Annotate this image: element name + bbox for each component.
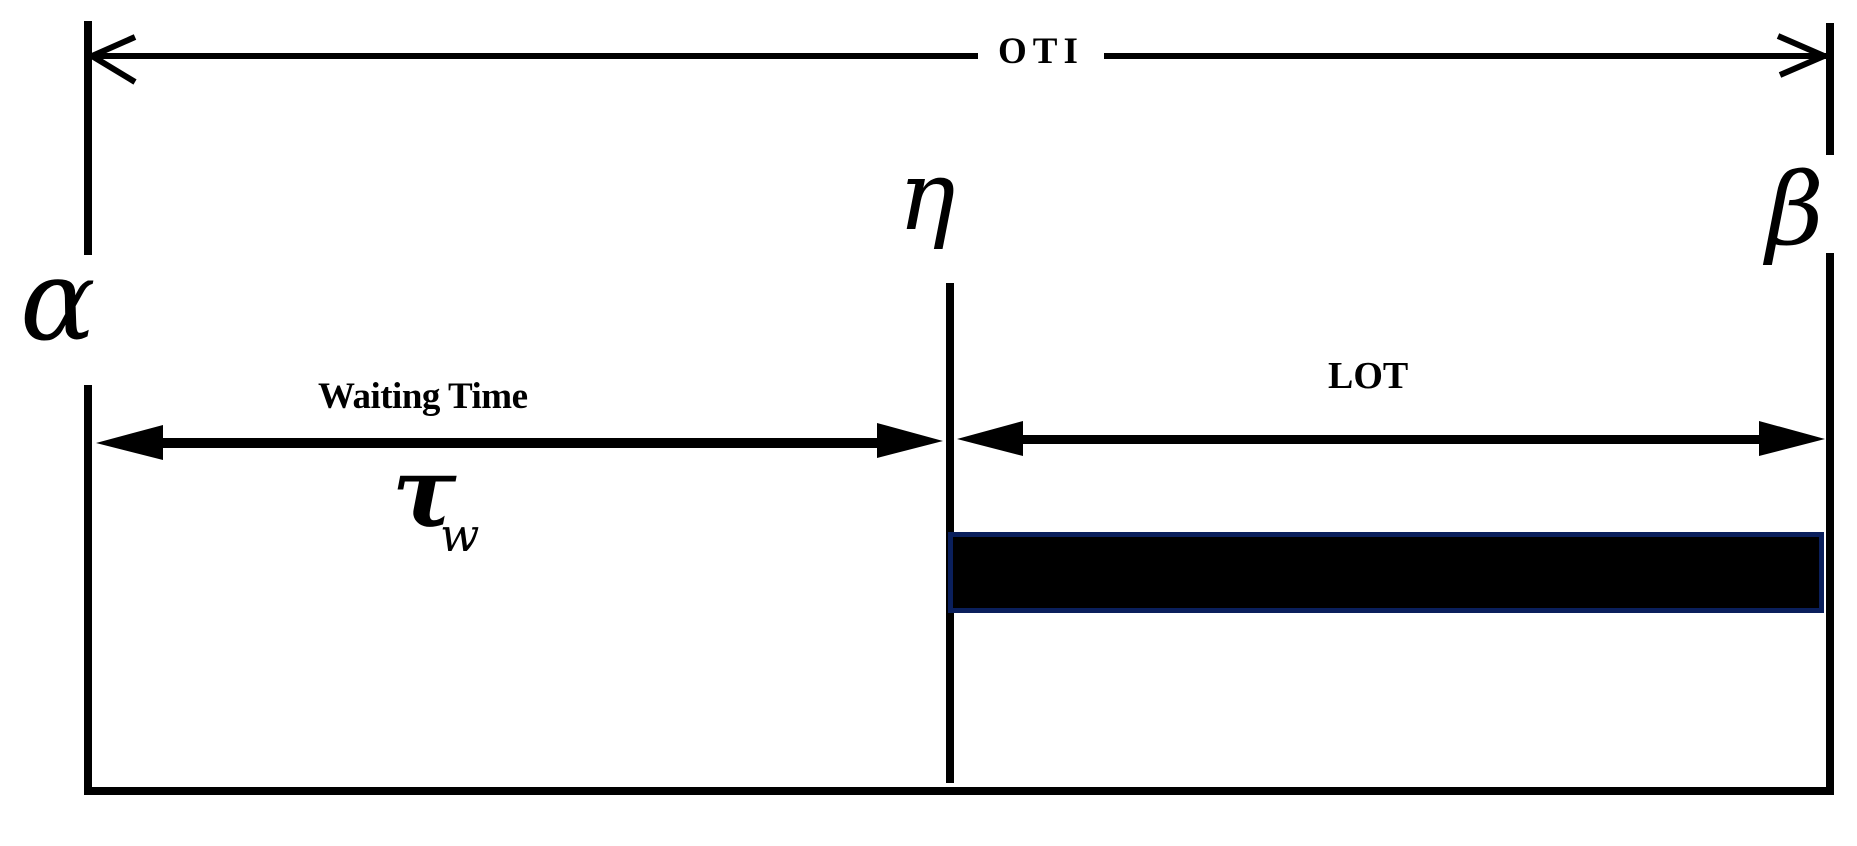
oti-label: OTI <box>998 31 1084 72</box>
alpha-symbol: α <box>20 236 96 366</box>
beta-symbol: β <box>1766 151 1824 268</box>
lot-label: LOT <box>1328 355 1409 397</box>
waiting-time-label: Waiting Time <box>318 376 528 417</box>
lot-left-arrowhead-icon <box>957 421 1023 456</box>
oti-right-arrowhead-icon <box>1776 33 1832 78</box>
tau-subscript-w: w <box>440 508 480 562</box>
oti-arrow <box>85 33 1832 85</box>
alpha-boundary-line-upper <box>84 21 92 255</box>
beta-boundary-line-lower <box>1826 253 1834 795</box>
lot-occupancy-bar <box>948 532 1824 613</box>
eta-symbol: η <box>898 140 956 252</box>
waiting-time-left-arrowhead-icon <box>96 425 163 460</box>
oti-left-arrowhead-icon <box>85 34 137 85</box>
waiting-time-arrow <box>96 423 943 460</box>
bottom-baseline <box>84 787 1834 795</box>
waiting-time-right-arrowhead-icon <box>877 423 943 458</box>
lot-arrow <box>957 421 1825 456</box>
tau-symbol: τ <box>392 436 457 549</box>
beta-boundary-line-upper <box>1826 23 1834 155</box>
lot-right-arrowhead-icon <box>1759 421 1825 456</box>
alpha-boundary-line-lower <box>84 385 92 795</box>
